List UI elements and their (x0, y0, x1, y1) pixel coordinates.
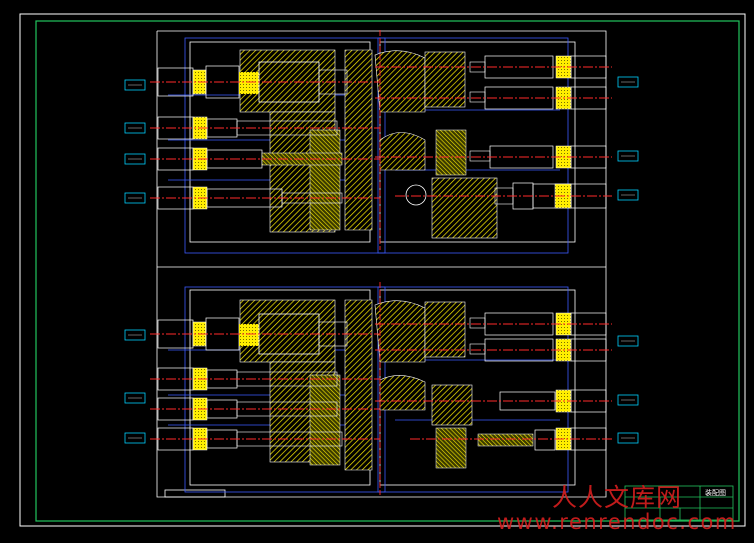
cylinders-right-bottom (469, 312, 607, 451)
watermark-url: www.renrendoc.com (497, 510, 737, 534)
title-block-name: 装配图 (705, 489, 726, 497)
bottom-view (157, 299, 607, 471)
title-block (624, 485, 734, 521)
inner-frame (35, 20, 740, 522)
balloon-labels (124, 76, 639, 444)
top-view (157, 49, 607, 239)
centerlines (150, 30, 612, 495)
outer-frame (19, 13, 746, 527)
die-block-center-top (344, 49, 373, 231)
watermark-cn: 人人文库网 (552, 483, 683, 512)
